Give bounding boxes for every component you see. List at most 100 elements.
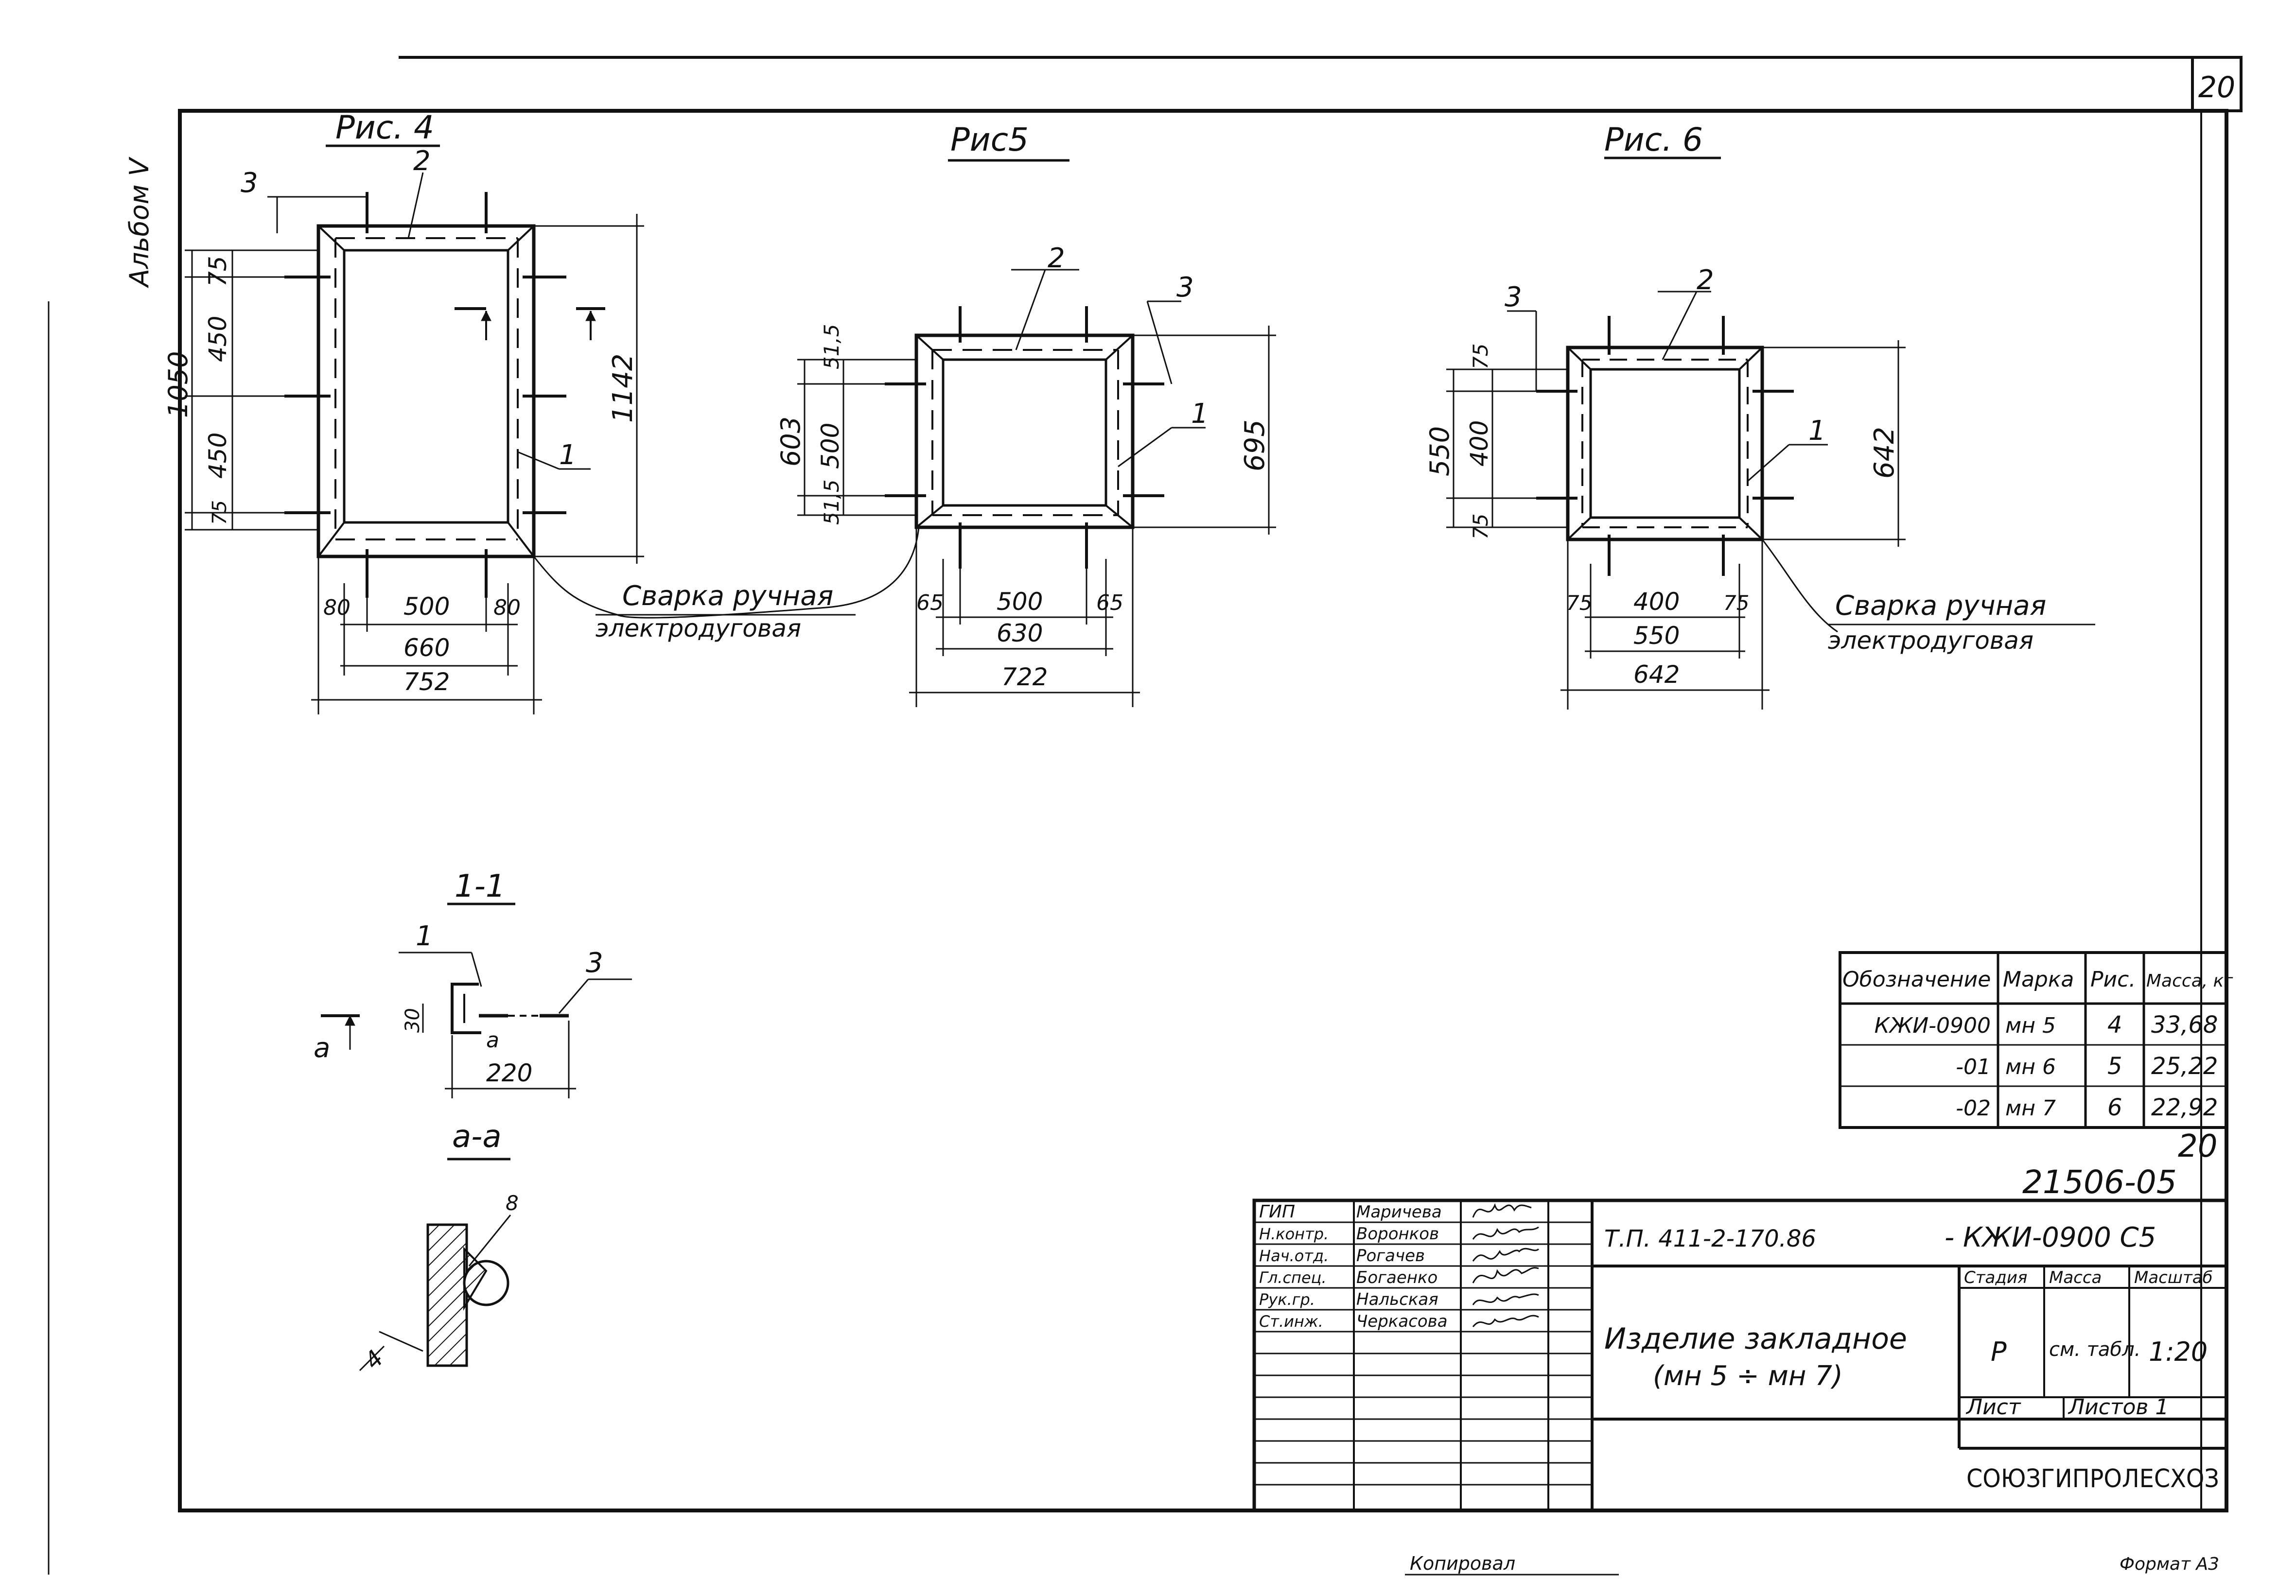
spec-row3-mark: мн 7 bbox=[2005, 1096, 2056, 1121]
spec-row2-mark: мн 6 bbox=[2005, 1055, 2056, 1079]
spec-header-fig: Рис. bbox=[2090, 967, 2136, 992]
drawing-frame bbox=[48, 56, 2243, 1575]
tb-mark: - КЖИ-0900 С5 bbox=[1945, 1222, 2156, 1253]
fig4-dim-right-total: 1142 bbox=[607, 353, 639, 423]
fig5-title: Рис5 bbox=[950, 121, 1029, 158]
tb-project: Т.П. 411-2-170.86 bbox=[1604, 1225, 1816, 1252]
fig6-dim-bottom-total: 642 bbox=[1633, 660, 1680, 689]
spec-after-note: 20 bbox=[2178, 1128, 2217, 1164]
spec-header-mark: Марка bbox=[2003, 967, 2074, 992]
fig4-dim-bottom-c: 80 bbox=[493, 595, 521, 620]
section-a-a bbox=[359, 1214, 511, 1371]
tb-stage-value: Р bbox=[1991, 1336, 2007, 1367]
fig6-dim-bottom-a: 75 bbox=[1566, 591, 1592, 615]
spec-header-mass: Масса, кг bbox=[2146, 971, 2233, 991]
section-marker-a-small: а bbox=[486, 1028, 499, 1053]
fig5-dim-bottom-a: 65 bbox=[916, 590, 944, 615]
tb-name-0: Маричева bbox=[1356, 1202, 1442, 1222]
fig4-callout-1: 1 bbox=[559, 439, 577, 471]
fig5-dim-bottom-total: 722 bbox=[1001, 663, 1048, 691]
fig6-dim-left-c: 75 bbox=[1469, 514, 1492, 539]
tb-role-1: Н.контр. bbox=[1259, 1225, 1329, 1243]
doc-code: 21506-05 bbox=[2022, 1163, 2177, 1201]
tb-name-1: Воронков bbox=[1356, 1224, 1439, 1244]
tb-role-2: Нач.отд. bbox=[1259, 1247, 1329, 1265]
title-block bbox=[1252, 1198, 2228, 1512]
spec-row1-fig: 4 bbox=[2107, 1011, 2122, 1039]
spec-row3-designation: -02 bbox=[1956, 1096, 1991, 1121]
tb-name-4: Нальская bbox=[1356, 1290, 1438, 1309]
fig6-dim-right-total: 642 bbox=[1869, 427, 1900, 479]
fig4-dim-left-total: 1050 bbox=[163, 351, 193, 418]
tb-role-4: Рук.гр. bbox=[1259, 1290, 1315, 1309]
tb-organization: СОЮЗГИПРОЛЕСХОЗ bbox=[1966, 1464, 2219, 1493]
fig6-callout-2: 2 bbox=[1697, 264, 1714, 296]
tb-name-3: Богаенко bbox=[1356, 1268, 1437, 1287]
spec-row2-mass: 25,22 bbox=[2151, 1053, 2218, 1080]
fig4-dim-bottom-mid: 660 bbox=[403, 634, 450, 662]
fig4-title: Рис. 4 bbox=[335, 109, 434, 146]
sheet-number: 20 bbox=[2198, 70, 2235, 104]
fig5-dim-left-total: 603 bbox=[775, 416, 806, 467]
section-1-1-dim-220: 220 bbox=[486, 1059, 532, 1087]
tb-stage-label: Стадия bbox=[1964, 1268, 2027, 1287]
fig5-dim-bottom-b: 500 bbox=[997, 588, 1043, 616]
fig4-dim-left-b: 450 bbox=[204, 316, 232, 362]
fig5-dim-right-total: 695 bbox=[1239, 419, 1271, 471]
section-1-1-title: 1-1 bbox=[455, 868, 506, 904]
tb-name-5: Черкасова bbox=[1356, 1312, 1448, 1331]
section-1-1 bbox=[321, 952, 632, 1098]
footer-signature-left: Копировал bbox=[1410, 1553, 1515, 1574]
tb-scale-value: 1:20 bbox=[2149, 1336, 2208, 1367]
section-1-1-callout-1: 1 bbox=[416, 920, 433, 952]
spec-row2-fig: 5 bbox=[2107, 1053, 2122, 1080]
fig4-dim-left-a: 75 bbox=[204, 256, 232, 287]
fig4-dim-bottom-total: 752 bbox=[403, 668, 450, 696]
tb-mass-value: см. табл. bbox=[2049, 1338, 2140, 1361]
fig6-dim-left-a: 75 bbox=[1469, 344, 1492, 369]
tb-mass-label: Масса bbox=[2049, 1268, 2102, 1287]
weld-note-line1-right: Сварка ручная bbox=[1835, 590, 2046, 622]
spec-row2-designation: -01 bbox=[1956, 1055, 1991, 1079]
fig5-dim-bottom-mid: 630 bbox=[997, 619, 1043, 647]
fig5-callout-2: 2 bbox=[1048, 243, 1065, 274]
fig4-callout-3: 3 bbox=[241, 167, 258, 199]
signatures bbox=[1472, 1203, 1540, 1327]
fig6-dim-left-total: 550 bbox=[1424, 426, 1455, 476]
fig4-dim-bottom-a: 80 bbox=[323, 595, 351, 620]
weld-note-line2-right: электродуговая bbox=[1828, 626, 2033, 655]
fig4-dim-left-d: 75 bbox=[209, 500, 231, 525]
tb-role-5: Ст.инж. bbox=[1259, 1312, 1323, 1331]
tb-scale-label: Масштаб bbox=[2134, 1268, 2213, 1287]
fig5-dim-left-a: 51,5 bbox=[820, 324, 843, 369]
fig6-title: Рис. 6 bbox=[1604, 121, 1703, 158]
spec-row1-mark: мн 5 bbox=[2005, 1013, 2056, 1038]
tb-name-line1: Изделие закладное bbox=[1604, 1322, 1907, 1356]
fig4-dim-left-c: 450 bbox=[204, 433, 232, 479]
fig6-dim-bottom-c: 75 bbox=[1723, 591, 1749, 615]
fig5-callout-3: 3 bbox=[1176, 272, 1194, 303]
figure-6 bbox=[1446, 291, 1906, 710]
figure-5 bbox=[617, 269, 1276, 707]
tb-role-0: ГИП bbox=[1259, 1202, 1295, 1222]
fig6-callout-1: 1 bbox=[1808, 415, 1826, 447]
fig6-dim-bottom-mid: 550 bbox=[1633, 622, 1680, 650]
tb-name-2: Рогачев bbox=[1356, 1246, 1425, 1266]
tb-role-3: Гл.спец. bbox=[1259, 1268, 1327, 1287]
spec-row3-fig: 6 bbox=[2107, 1094, 2122, 1121]
section-1-1-callout-3: 3 bbox=[586, 947, 603, 979]
section-marker-a: а bbox=[314, 1032, 330, 1064]
fig6-callout-3: 3 bbox=[1505, 281, 1522, 313]
footer-signature-right: Формат А3 bbox=[2120, 1554, 2219, 1574]
tb-sheets-label: Листов 1 bbox=[2068, 1395, 2169, 1420]
fig5-dim-left-c: 51,5 bbox=[820, 479, 843, 525]
fig4-dim-bottom-b: 500 bbox=[403, 592, 450, 621]
fig6-dim-left-b: 400 bbox=[1465, 420, 1493, 467]
spec-row1-designation: КЖИ-0900 bbox=[1875, 1013, 1991, 1038]
section-a-a-dim-4: 4 bbox=[359, 1345, 389, 1374]
fig5-callout-1: 1 bbox=[1191, 398, 1209, 430]
tb-sheet-label: Лист bbox=[1965, 1395, 2021, 1420]
section-a-a-title: а-а bbox=[452, 1119, 502, 1155]
fig5-dim-bottom-c: 65 bbox=[1096, 590, 1123, 615]
